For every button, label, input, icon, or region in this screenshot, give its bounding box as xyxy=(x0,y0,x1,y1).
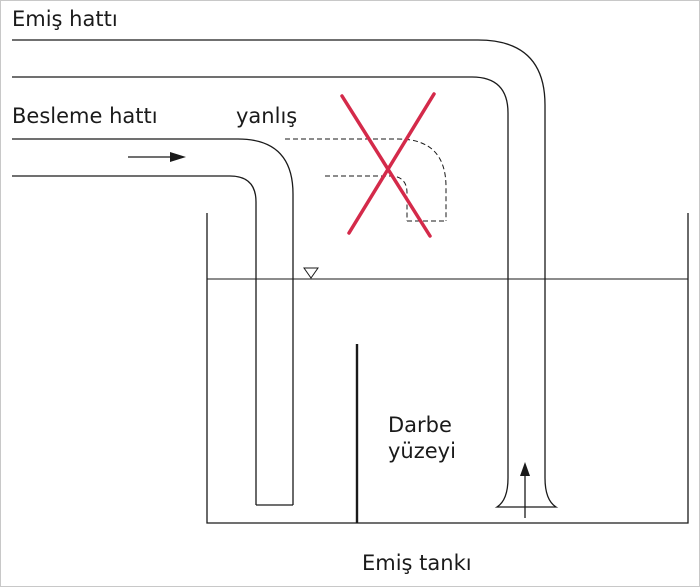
suction-line-label: Emiş hattı xyxy=(12,7,118,31)
suction-flow-arrow xyxy=(520,462,530,518)
suction-pipe-bell-mouth xyxy=(494,477,559,508)
water-level-marker-icon xyxy=(303,267,319,279)
feed-flow-arrow xyxy=(128,152,186,162)
suction-pipe-outer-wall xyxy=(12,39,546,478)
wrong-inlet-dashed xyxy=(285,138,447,222)
suction-pipe-inner-wall xyxy=(12,76,509,478)
feed-pipe-outer-wall xyxy=(12,138,294,505)
suction-tank-label: Emiş tankı xyxy=(362,551,472,575)
impact-surface-label-line2: yüzeyi xyxy=(388,439,456,464)
wrong-label: yanlış xyxy=(236,104,298,128)
feed-line-pipe xyxy=(12,138,294,506)
suction-line-pipe xyxy=(12,39,559,508)
wrong-cross-mark xyxy=(340,92,436,238)
wrong-inlet-inner-wall xyxy=(325,175,408,221)
wrong-inlet-outer-wall xyxy=(285,138,447,221)
feed-pipe-inner-wall xyxy=(12,175,257,505)
feed-line-label: Besleme hattı xyxy=(12,104,158,128)
impact-surface-label-line1: Darbe xyxy=(388,413,452,437)
tank-walls xyxy=(206,213,689,524)
suction-tank xyxy=(206,213,689,524)
impact-surface-label: Darbe yüzeyi xyxy=(388,412,456,465)
